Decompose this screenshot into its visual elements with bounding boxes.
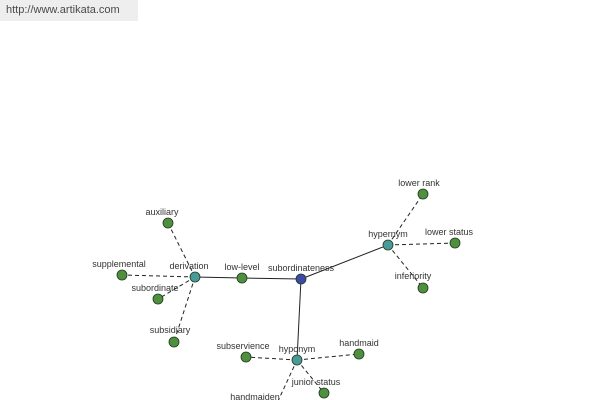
site-url-banner[interactable]: http://www.artikata.com xyxy=(0,0,138,21)
node-label-hypernym: hypernym xyxy=(368,229,408,239)
node-circle-inferiority[interactable] xyxy=(417,282,429,294)
node-label-lower-status: lower status xyxy=(425,227,474,237)
node-inferiority[interactable]: inferiority xyxy=(395,271,432,294)
node-circle-subsidiary[interactable] xyxy=(168,336,180,348)
node-circle-handmaid[interactable] xyxy=(353,348,365,360)
node-derivation[interactable]: derivation xyxy=(169,261,209,283)
edge-hyponym-handmaiden xyxy=(277,359,298,400)
edge-low-level-derivation xyxy=(194,276,243,279)
node-junior-status[interactable]: junior status xyxy=(291,377,341,399)
node-label-derivation: derivation xyxy=(169,261,208,271)
node-supplemental[interactable]: supplemental xyxy=(92,259,146,281)
node-lower-rank[interactable]: lower rank xyxy=(398,178,440,200)
edge-derivation-supplemental xyxy=(121,274,196,278)
node-circle-lower-status[interactable] xyxy=(449,237,461,249)
node-hypernym[interactable]: hypernym xyxy=(368,229,408,251)
node-label-auxiliary: auxiliary xyxy=(145,207,179,217)
node-subsidiary[interactable]: subsidiary xyxy=(150,325,191,348)
node-circle-auxiliary[interactable] xyxy=(162,217,174,229)
node-lower-status[interactable]: lower status xyxy=(425,227,474,249)
edge-subordinateness-hyponym xyxy=(296,278,302,361)
edge-hypernym-lower-rank xyxy=(387,193,424,246)
node-label-junior-status: junior status xyxy=(291,377,341,387)
node-circle-hyponym[interactable] xyxy=(291,354,303,366)
edge-subordinateness-low-level xyxy=(241,277,302,280)
node-low-level[interactable]: low-level xyxy=(224,262,260,284)
edge-hyponym-handmaid xyxy=(296,353,360,361)
edge-derivation-auxiliary xyxy=(167,222,196,278)
node-label-low-level: low-level xyxy=(224,262,259,272)
node-label-supplemental: supplemental xyxy=(92,259,146,269)
node-circle-low-level[interactable] xyxy=(236,272,248,284)
edge-subordinateness-hypernym xyxy=(300,244,389,280)
node-circle-subordinate[interactable] xyxy=(152,293,164,305)
node-label-subordinateness: subordinateness xyxy=(268,263,335,273)
edge-derivation-subordinate xyxy=(157,276,196,300)
node-label-subsidiary: subsidiary xyxy=(150,325,191,335)
node-label-hyponym: hyponym xyxy=(279,344,316,354)
node-circle-subservience[interactable] xyxy=(240,351,252,363)
node-subordinateness[interactable]: subordinateness xyxy=(268,263,335,285)
node-circle-subordinateness[interactable] xyxy=(295,273,307,285)
edge-hypernym-inferiority xyxy=(387,244,424,289)
node-circle-supplemental[interactable] xyxy=(116,269,128,281)
edge-hyponym-junior-status xyxy=(296,359,325,394)
edges-layer xyxy=(121,193,456,400)
node-auxiliary[interactable]: auxiliary xyxy=(145,207,179,229)
nodes-layer: subordinateness hypernym hyponym derivation… xyxy=(92,178,473,400)
node-label-inferiority: inferiority xyxy=(395,271,432,281)
edge-hypernym-lower-status xyxy=(387,242,456,246)
node-label-handmaiden: handmaiden xyxy=(230,392,280,400)
node-subordinate[interactable]: subordinate xyxy=(131,283,179,305)
node-label-subordinate: subordinate xyxy=(131,283,178,293)
edge-derivation-subsidiary xyxy=(173,276,196,343)
node-label-subservience: subservience xyxy=(216,341,269,351)
node-circle-lower-rank[interactable] xyxy=(417,188,429,200)
edge-hyponym-subservience xyxy=(245,356,298,361)
node-handmaid[interactable]: handmaid xyxy=(339,338,379,360)
node-hyponym[interactable]: hyponym xyxy=(279,344,316,366)
node-label-handmaid: handmaid xyxy=(339,338,379,348)
node-handmaiden[interactable]: handmaiden xyxy=(230,392,280,400)
node-label-lower-rank: lower rank xyxy=(398,178,440,188)
node-subservience[interactable]: subservience xyxy=(216,341,270,363)
node-circle-hypernym[interactable] xyxy=(382,239,394,251)
node-circle-derivation[interactable] xyxy=(189,271,201,283)
node-circle-junior-status[interactable] xyxy=(318,387,330,399)
